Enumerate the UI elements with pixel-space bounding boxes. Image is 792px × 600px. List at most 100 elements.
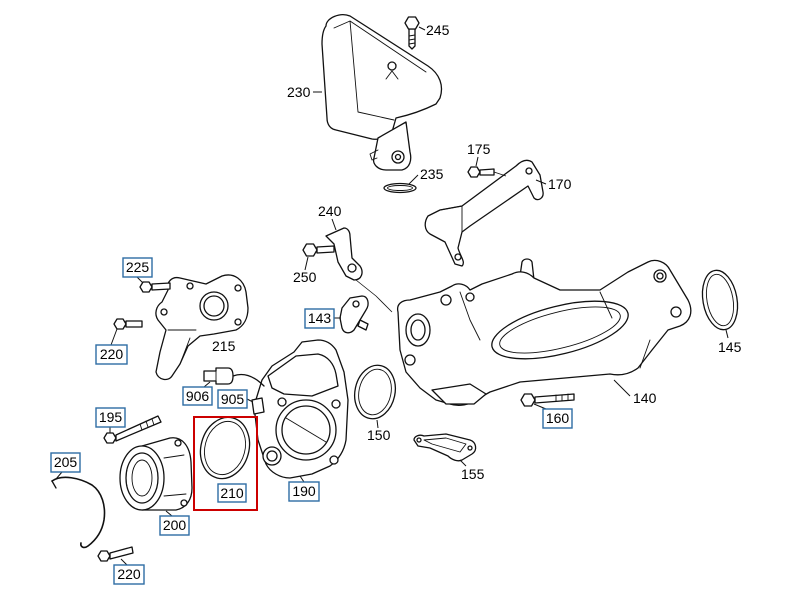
- valve-200-lug-2: [180, 499, 188, 507]
- bolt-245-head: [404, 16, 420, 30]
- callout-link-905[interactable]: 905: [217, 389, 248, 409]
- leader-205: [55, 471, 63, 480]
- callout-200-box[interactable]: [159, 515, 190, 536]
- callout-143[interactable]: 143: [308, 310, 332, 326]
- valve-200-bore-inner: [131, 459, 153, 497]
- plate-215-hole-2: [234, 284, 242, 292]
- callout-195-box[interactable]: [95, 407, 126, 428]
- callout-143-box[interactable]: [304, 308, 335, 329]
- reservoir-symbol: [385, 70, 399, 80]
- callout-link-906[interactable]: 906: [182, 386, 213, 406]
- leader-220-bottom: [120, 558, 128, 566]
- part-160-bolt: [520, 393, 575, 407]
- gasket-155-inner: [423, 437, 467, 453]
- callout-210[interactable]: 210: [220, 485, 244, 501]
- callout-210-box[interactable]: [217, 483, 247, 503]
- callout-link-220-left[interactable]: 220: [95, 344, 128, 365]
- callout-905[interactable]: 905: [221, 391, 245, 407]
- manifold-boss-1: [404, 354, 416, 366]
- part-205-clip: [51, 476, 106, 549]
- callout-link-160[interactable]: 160: [542, 408, 573, 429]
- manifold-window-inner: [499, 306, 621, 354]
- callout-906-box[interactable]: [182, 386, 213, 406]
- leader-200: [165, 510, 173, 517]
- callout-240: 240: [318, 203, 342, 219]
- callout-906[interactable]: 906: [186, 388, 210, 404]
- valve-200-ribs: [163, 454, 187, 497]
- callout-205-box[interactable]: [50, 452, 81, 473]
- callout-190[interactable]: 190: [292, 483, 316, 499]
- bracket-170-hole-top: [525, 167, 533, 175]
- reservoir-cap-icon: [387, 61, 397, 71]
- callout-225[interactable]: 225: [126, 259, 150, 275]
- throttle-hole-1: [277, 397, 287, 407]
- callout-225-box[interactable]: [122, 257, 153, 278]
- manifold-window: [491, 300, 629, 360]
- reservoir-edge-line: [333, 20, 427, 121]
- clip-205-wire: [51, 476, 106, 549]
- part-230-reservoir: [321, 14, 443, 171]
- callout-195[interactable]: 195: [99, 409, 123, 425]
- callout-link-195[interactable]: 195: [95, 407, 126, 428]
- leader-250: [304, 256, 309, 271]
- throttle-nipple: [251, 397, 265, 415]
- part-155-gasket: [413, 433, 477, 462]
- part-175-screw: [467, 166, 495, 178]
- screw-175-head: [467, 166, 481, 178]
- callout-250: 250: [293, 269, 317, 285]
- leader-140: [613, 379, 631, 397]
- leader-155: [459, 459, 467, 467]
- part-215-flange-plate: [155, 274, 249, 381]
- callout-235: 235: [420, 166, 444, 182]
- callout-160[interactable]: 160: [546, 410, 570, 426]
- leader-145: [725, 329, 729, 339]
- callout-220-left[interactable]: 220: [100, 346, 124, 362]
- callout-link-205[interactable]: 205: [50, 452, 81, 473]
- callout-170: 170: [548, 176, 572, 192]
- callout-215: 215: [212, 338, 236, 354]
- part-150-seal-ring: [353, 364, 397, 420]
- throttle-port-inner: [266, 450, 278, 462]
- bracket-240-hole: [347, 263, 357, 273]
- leader-150: [376, 419, 379, 429]
- callout-link-143[interactable]: 143: [304, 308, 335, 329]
- callout-905-box[interactable]: [217, 389, 248, 409]
- valve-200-lug-1: [174, 439, 182, 447]
- callout-200[interactable]: 200: [163, 517, 187, 533]
- leader-190: [299, 475, 305, 483]
- part-210-seal-ring: [199, 416, 251, 480]
- bolt-225-head: [139, 281, 153, 293]
- bolt-195-head: [103, 432, 117, 444]
- ring-210-inner: [204, 420, 246, 476]
- leader-905: [246, 398, 254, 403]
- gasket-155-hole-2: [467, 445, 473, 451]
- ring-150-outer: [353, 364, 397, 420]
- callout-link-225[interactable]: 225: [122, 257, 153, 278]
- callout-160-box[interactable]: [542, 408, 573, 429]
- callout-150: 150: [367, 427, 391, 443]
- part-240-bracket: [325, 227, 363, 281]
- part-245-bolt: [404, 16, 420, 50]
- leader-160: [533, 403, 547, 410]
- screw-175-shank: [479, 168, 495, 176]
- callout-220-left-box[interactable]: [95, 344, 128, 365]
- callout-link-210[interactable]: 210: [217, 483, 247, 503]
- leader-220-left: [110, 328, 118, 346]
- leader-175: [475, 156, 479, 167]
- o-ring-235-inner: [387, 185, 413, 191]
- connector-wire: [232, 373, 265, 387]
- bolt-220-left-head: [113, 318, 127, 330]
- bolt-250-shank: [316, 245, 335, 254]
- callout-link-220-bottom[interactable]: 220: [113, 564, 145, 585]
- manifold-boss-5: [670, 306, 682, 318]
- callout-link-190[interactable]: 190: [288, 481, 320, 502]
- callout-220-bottom-box[interactable]: [113, 564, 145, 585]
- callout-205[interactable]: 205: [54, 454, 78, 470]
- leader-245: [418, 26, 426, 31]
- manifold-boss-3: [465, 292, 475, 302]
- callout-190-box[interactable]: [288, 481, 320, 502]
- callout-link-200[interactable]: 200: [159, 515, 190, 536]
- gasket-155-hole-1: [416, 437, 422, 443]
- callout-220-bottom[interactable]: 220: [117, 566, 141, 582]
